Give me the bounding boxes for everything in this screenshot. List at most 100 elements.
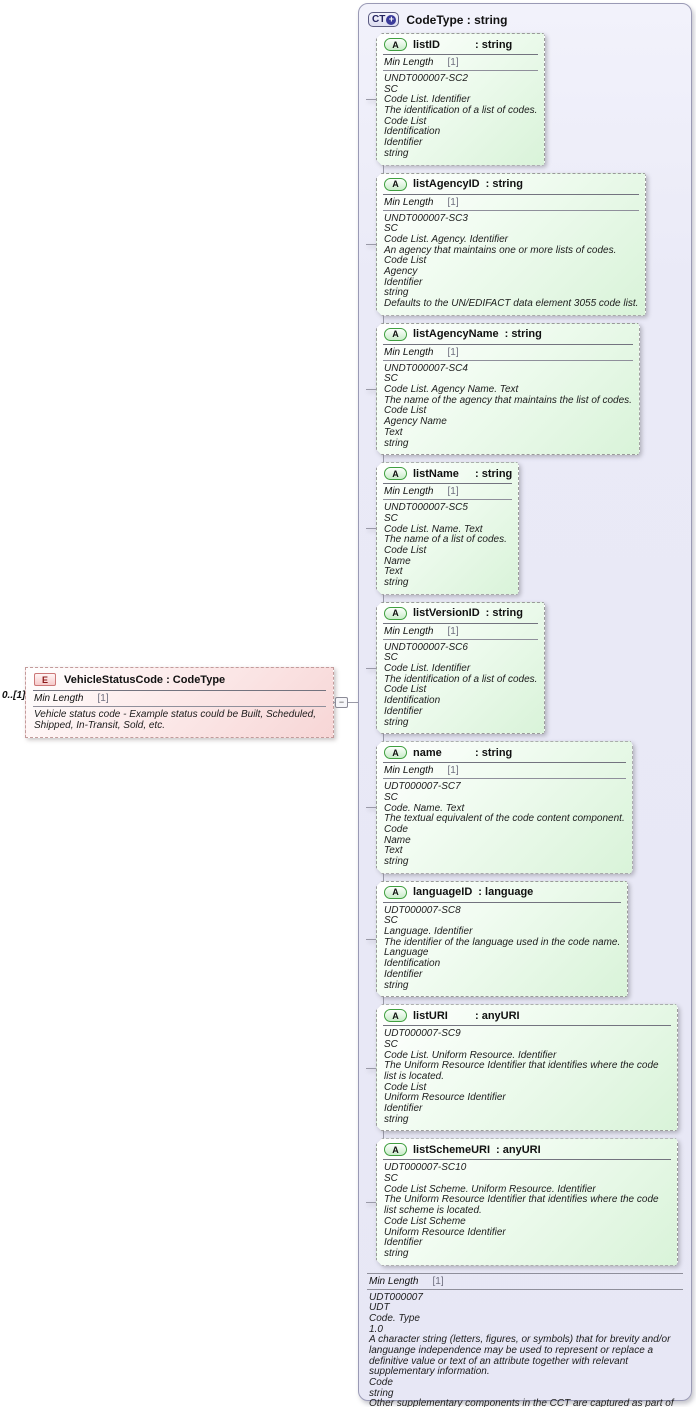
attribute-name: listURI bbox=[413, 1009, 448, 1022]
annotation-line: Identifier bbox=[384, 137, 423, 149]
facet-label: Min Length bbox=[34, 693, 84, 704]
annotation-line: The Uniform Resource Identifier that ide… bbox=[384, 1060, 659, 1082]
divider bbox=[383, 499, 512, 500]
attribute-badge-icon: A bbox=[384, 38, 407, 51]
facet-label: Min Length bbox=[384, 196, 434, 208]
facet-label: Min Length bbox=[384, 765, 434, 777]
annotation-line: Name bbox=[384, 834, 411, 846]
divider bbox=[383, 623, 538, 624]
divider bbox=[383, 360, 633, 361]
annotation-line: Code. Type bbox=[369, 1312, 420, 1324]
attribute-box[interactable]: A listID : string Min Length [1] UNDT000… bbox=[365, 33, 545, 166]
annotation-line: string bbox=[384, 1113, 409, 1125]
annotation-line: A character string (letters, figures, or… bbox=[369, 1334, 671, 1378]
attribute-header: A listID : string bbox=[383, 37, 538, 54]
attribute-name: name bbox=[413, 746, 442, 759]
attribute-name: listAgencyID bbox=[413, 178, 480, 190]
element-box[interactable]: E VehicleStatusCode : CodeType Min Lengt… bbox=[25, 667, 334, 739]
annotation-line: string bbox=[384, 437, 409, 449]
facet-label: Min Length bbox=[384, 486, 434, 498]
attribute-box[interactable]: A listVersionID : string Min Length [1] … bbox=[365, 602, 545, 735]
attribute-facet-row: Min Length [1] bbox=[383, 345, 633, 360]
annotation-line: Uniform Resource Identifier bbox=[384, 1092, 506, 1104]
attribute-box[interactable]: A listAgencyID : string Min Length [1] U… bbox=[365, 173, 646, 316]
attribute-header: A listName : string bbox=[383, 466, 512, 483]
divider bbox=[33, 690, 326, 691]
annotation-line: Name bbox=[384, 555, 411, 567]
attribute-type: : string bbox=[504, 328, 542, 341]
attribute-name: listAgencyName bbox=[413, 328, 499, 341]
annotation-line: SC bbox=[384, 915, 398, 927]
annotation-line: SC bbox=[384, 791, 398, 803]
annotation-line: The Uniform Resource Identifier that ide… bbox=[384, 1194, 659, 1217]
attribute-type: : string bbox=[475, 746, 513, 759]
facet-label: Min Length bbox=[384, 625, 434, 637]
annotation-line: Language bbox=[384, 947, 429, 959]
collapse-icon[interactable]: − bbox=[335, 697, 348, 708]
annotation-line: Code List bbox=[384, 544, 427, 556]
complex-type-box[interactable]: CT + CodeType : string A listID : string… bbox=[358, 3, 692, 1407]
annotation-line: Identification bbox=[384, 695, 441, 707]
attribute-type: : language bbox=[478, 886, 534, 899]
annotation-line: Language. Identifier bbox=[384, 926, 473, 938]
element-connector-line bbox=[333, 702, 375, 703]
annotation-line: Code List. Agency. Identifier bbox=[384, 233, 508, 245]
attribute-name: listVersionID bbox=[413, 607, 480, 620]
attribute-type: : anyURI bbox=[496, 1143, 541, 1156]
divider bbox=[383, 344, 633, 345]
annotation-line: Identifier bbox=[384, 968, 423, 980]
attribute-facet-row: Min Length [1] bbox=[383, 484, 512, 499]
annotation-line: string bbox=[384, 287, 409, 299]
annotation-line: An agency that maintains one or more lis… bbox=[384, 244, 617, 256]
annotation-line: 1.0 bbox=[369, 1323, 383, 1335]
annotation-line: UDT bbox=[369, 1302, 390, 1314]
facet-value: [1] bbox=[447, 57, 459, 68]
attribute-facet-row: Min Length [1] bbox=[383, 763, 626, 778]
attribute-badge-icon: A bbox=[384, 1143, 407, 1156]
attribute-header: A listAgencyName : string bbox=[383, 327, 633, 344]
annotation-line: Identifier bbox=[384, 1237, 423, 1249]
annotation-line: Identifier bbox=[384, 276, 423, 288]
attribute-badge-icon: A bbox=[384, 328, 407, 341]
attribute-header: A name : string bbox=[383, 745, 626, 762]
annotation-line: The identification of a list of codes. bbox=[384, 673, 538, 685]
divider bbox=[383, 1159, 671, 1160]
facet-value: [1] bbox=[447, 196, 459, 208]
annotation-line: UNDT000007-SC4 bbox=[384, 362, 468, 374]
annotation-line: Code bbox=[384, 823, 408, 835]
annotation-line: UDT000007 bbox=[369, 1291, 423, 1303]
attribute-facet-row: Min Length [1] bbox=[383, 195, 639, 210]
annotation-line: UDT000007-SC7 bbox=[384, 781, 461, 793]
annotation-line: UDT000007-SC10 bbox=[384, 1162, 467, 1174]
facet-value: [1] bbox=[97, 693, 109, 704]
divider bbox=[383, 902, 621, 903]
annotation-line: Code List bbox=[384, 1081, 427, 1093]
attribute-box[interactable]: A listAgencyName : string Min Length [1]… bbox=[366, 323, 640, 456]
divider bbox=[383, 639, 538, 640]
attribute-header: A listAgencyID : string bbox=[383, 177, 639, 194]
attribute-box[interactable]: A name : string Min Length [1] UDT000007… bbox=[366, 741, 633, 874]
facet-value: [1] bbox=[447, 765, 459, 777]
complex-type-header: CT + CodeType : string bbox=[368, 12, 683, 27]
plus-icon: + bbox=[386, 14, 397, 25]
attribute-badge-icon: A bbox=[384, 886, 407, 899]
annotation-line: Code List. Agency Name. Text bbox=[384, 384, 519, 396]
footer-facet-row: Min Length [1] bbox=[367, 1274, 683, 1289]
annotation-line: Text bbox=[384, 566, 403, 578]
annotation-line: Defaults to the UN/EDIFACT data element … bbox=[384, 298, 639, 309]
annotation-line: Text bbox=[384, 426, 403, 438]
annotation-line: Identifier bbox=[384, 705, 423, 717]
attribute-badge-icon: A bbox=[384, 1009, 407, 1022]
annotation-line: SC bbox=[384, 223, 398, 235]
facet-value: [1] bbox=[447, 625, 459, 637]
facet-value: [1] bbox=[432, 1275, 444, 1287]
attribute-box[interactable]: A listName : string Min Length [1] UNDT0… bbox=[365, 462, 519, 595]
